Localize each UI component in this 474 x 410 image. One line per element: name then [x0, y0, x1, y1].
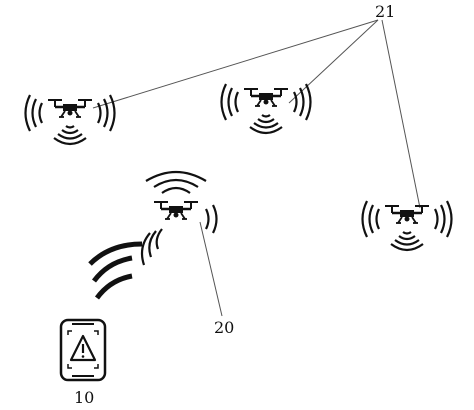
drone-c — [361, 199, 453, 252]
wireless-signal-waves-icon — [140, 171, 218, 266]
label-drone-group: 21 — [375, 2, 395, 21]
quadcopter-drone-icon — [383, 204, 431, 225]
quadcopter-drone-icon — [242, 87, 290, 108]
leader-line-20 — [199, 221, 223, 317]
phone-signal-waves-icon — [88, 241, 143, 300]
wireless-signal-waves-icon — [24, 93, 116, 146]
quadcopter-drone-icon — [152, 200, 200, 221]
leader-lines-21 — [92, 19, 421, 209]
smartphone-icon — [59, 318, 107, 382]
label-terminal: 10 — [74, 388, 94, 407]
warning-triangle-icon — [69, 334, 97, 362]
quadcopter-drone-icon — [46, 98, 94, 119]
drone-b — [220, 82, 312, 135]
drone-a — [24, 93, 116, 146]
label-drone-relay: 20 — [214, 318, 234, 337]
wireless-signal-waves-icon — [220, 82, 312, 135]
drone-relay — [140, 171, 218, 266]
wireless-signal-waves-icon — [361, 199, 453, 252]
